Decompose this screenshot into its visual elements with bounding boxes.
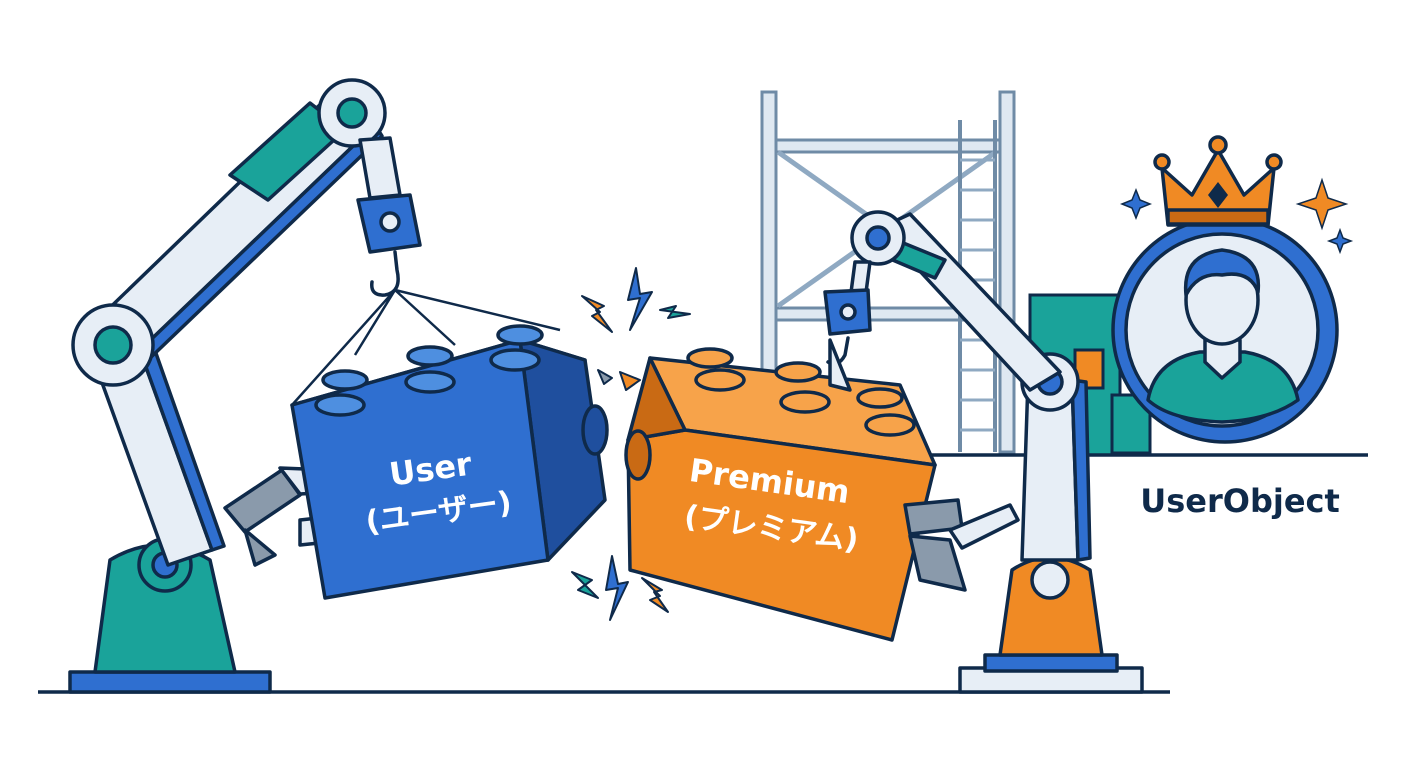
robot-arm-left	[68, 78, 561, 694]
lego-block-user: User (ユーザー)	[290, 324, 609, 600]
lego-block-premium: Premium (プレミアム)	[624, 347, 937, 642]
user-object-label: UserObject	[1140, 482, 1340, 520]
spark-icon	[571, 267, 691, 621]
user-object-avatar	[1111, 135, 1354, 444]
crown-icon	[1153, 135, 1283, 227]
robot-arm-right	[823, 210, 1144, 694]
user-avatar-icon	[1146, 248, 1300, 424]
stud	[314, 393, 366, 417]
sparkle-icon	[1119, 177, 1354, 255]
